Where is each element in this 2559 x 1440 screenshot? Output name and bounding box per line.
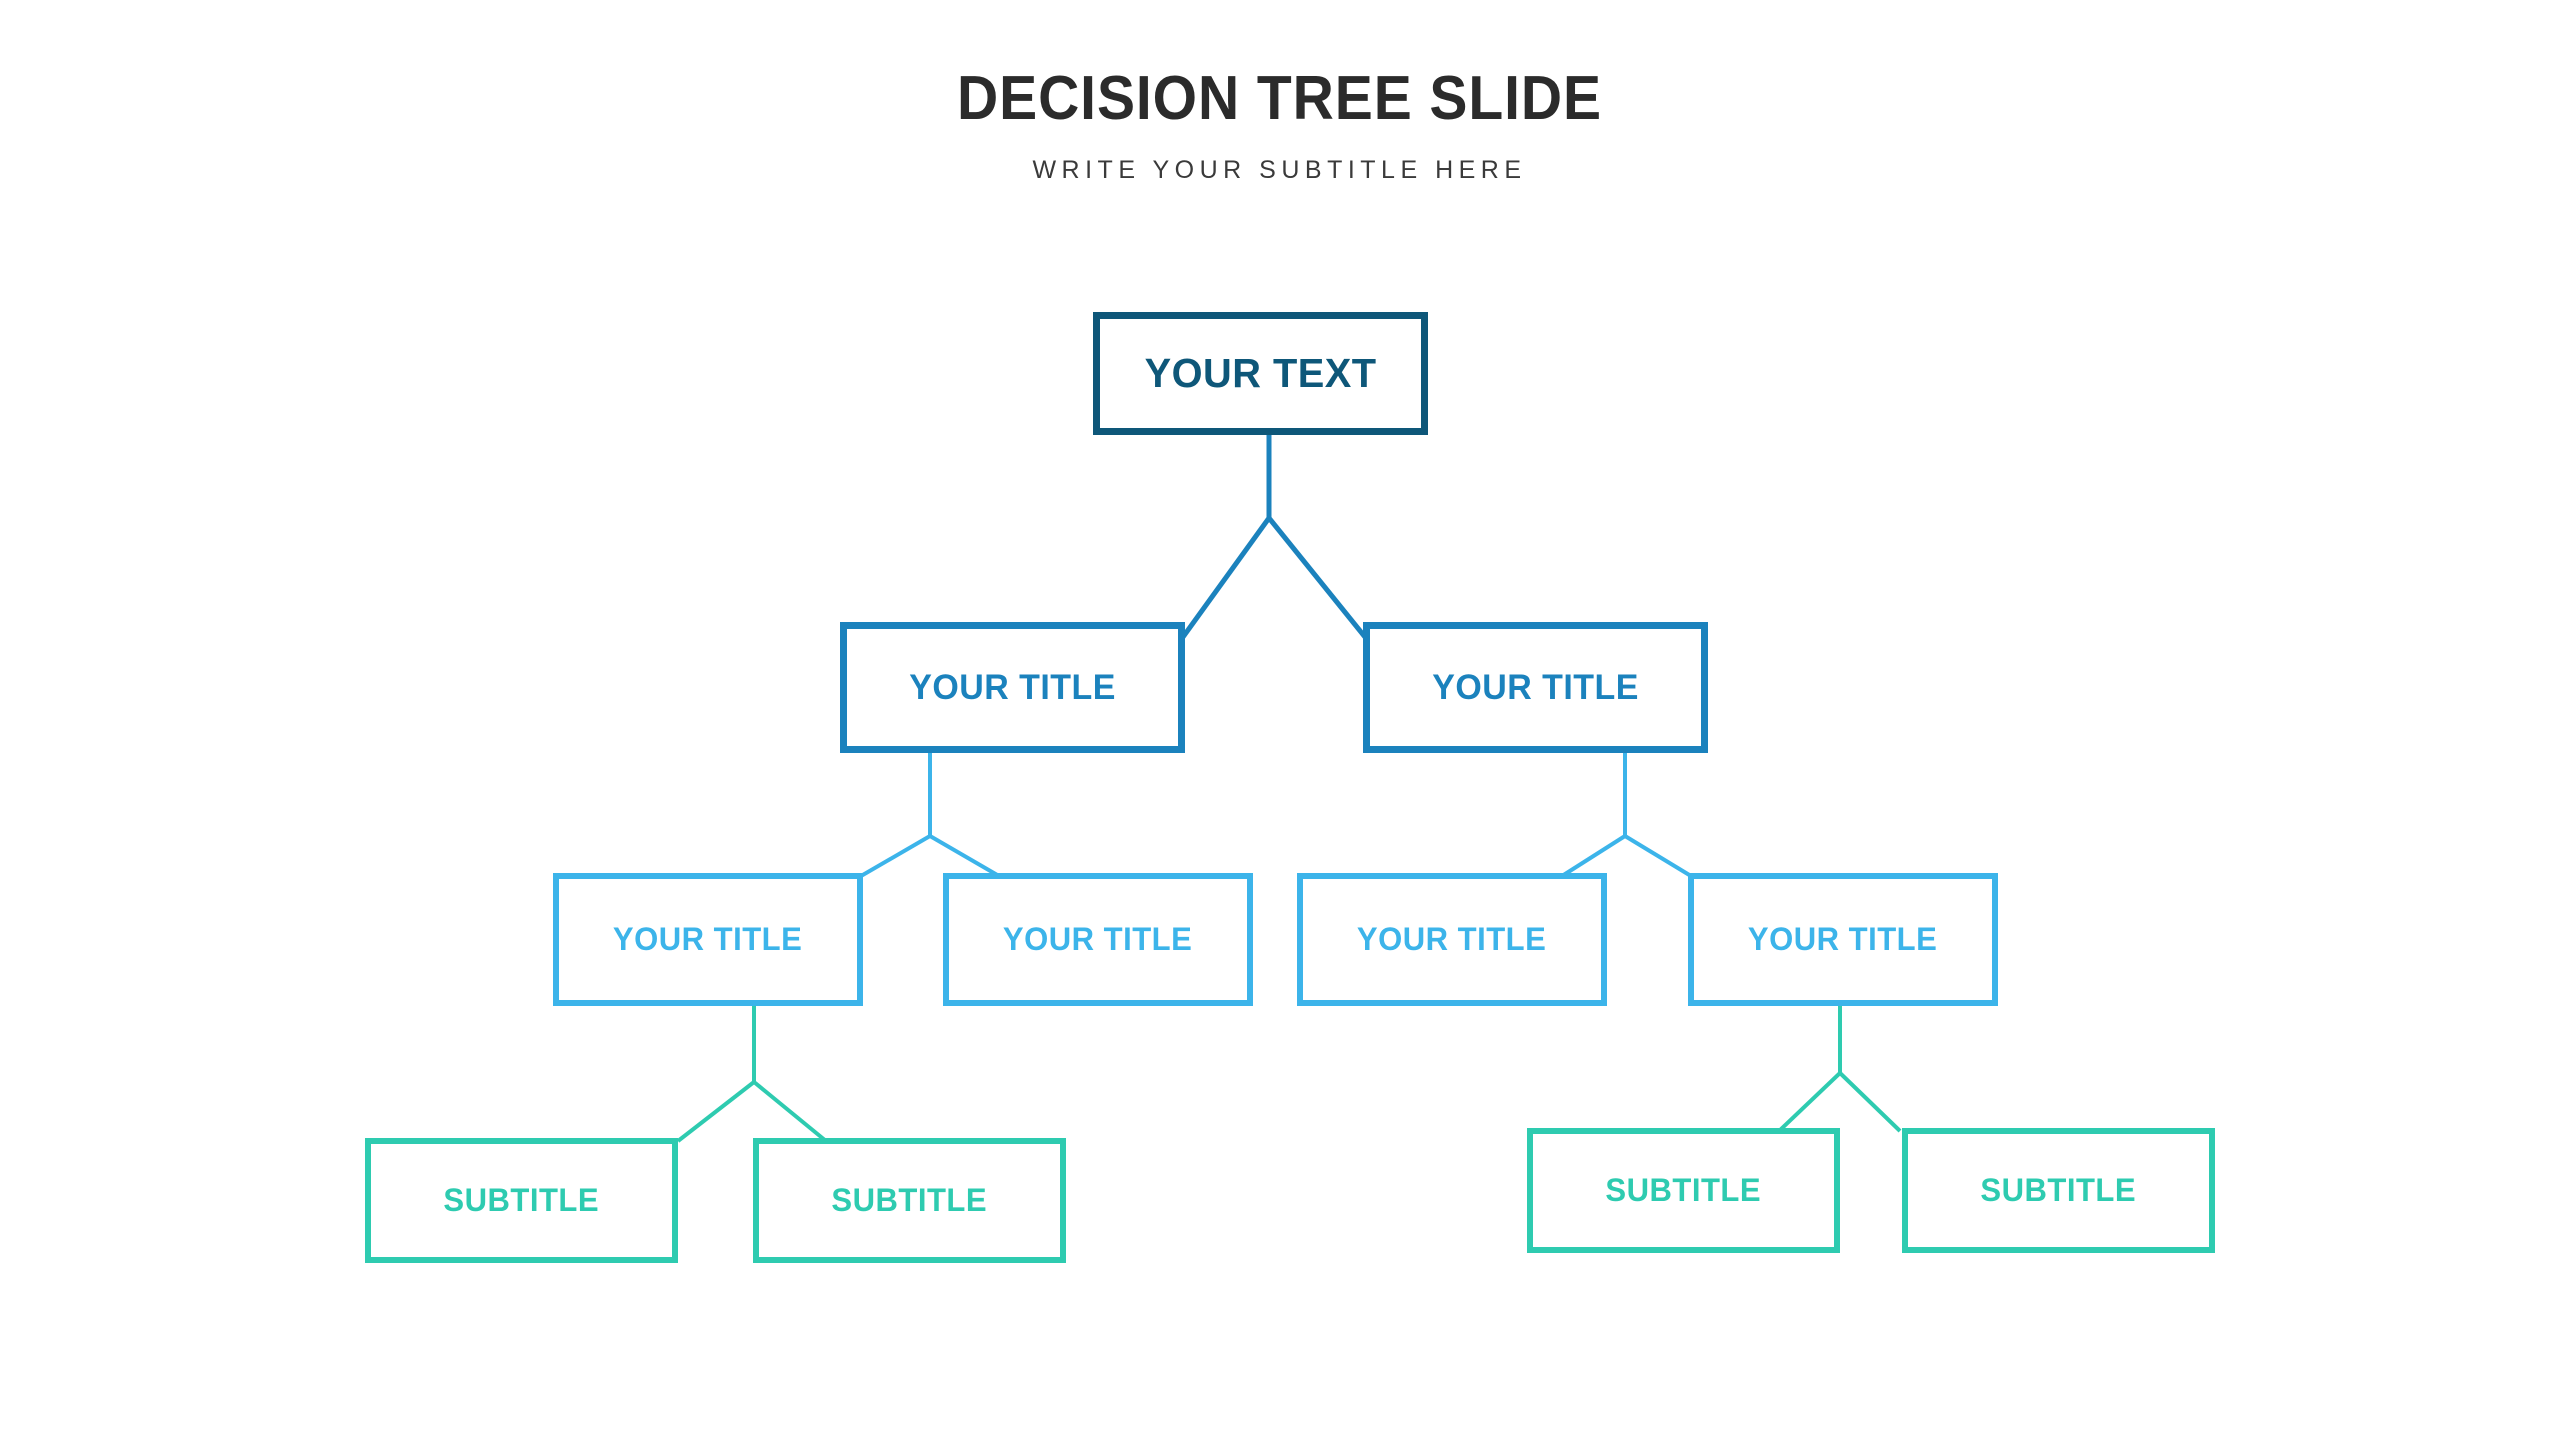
tree-node-l4-4-label: SUBTITLE [1980,1172,2137,1208]
connector-l2-right-to-l3-4 [1623,834,1693,878]
connector-l3-1-to-sub-2 [752,1080,828,1143]
connector-l3-4-to-sub-3 [1777,1071,1842,1133]
connector-l3-4-to-sub-4 [1838,1071,1902,1133]
tree-node-l4-2[interactable]: SUBTITLE [753,1138,1066,1263]
connector-l2-right-to-l3-3 [1560,834,1627,878]
tree-node-l4-3[interactable]: SUBTITLE [1527,1128,1840,1253]
tree-node-l3-1[interactable]: YOUR TITLE [553,873,863,1006]
tree-node-l3-4[interactable]: YOUR TITLE [1688,873,1998,1006]
tree-node-l4-1[interactable]: SUBTITLE [365,1138,678,1263]
tree-node-l4-3-label: SUBTITLE [1605,1172,1762,1208]
tree-node-root-label: YOUR TEXT [1144,350,1377,396]
connector-l2-left-to-l3-1 [859,834,932,878]
tree-node-l3-2[interactable]: YOUR TITLE [943,873,1253,1006]
tree-node-l3-4-label: YOUR TITLE [1748,921,1938,957]
connector-l2-left-to-l3-2 [928,834,1001,878]
connector-l3-1-to-sub-1 [676,1080,756,1143]
slide-header: DECISION TREE SLIDE WRITE YOUR SUBTITLE … [0,66,2559,185]
connector-root-to-l2-right [1267,516,1367,639]
tree-node-l2-1-label: YOUR TITLE [909,667,1116,707]
tree-node-l2-1[interactable]: YOUR TITLE [840,622,1185,753]
page-subtitle: WRITE YOUR SUBTITLE HERE [1032,155,1527,184]
tree-node-l3-1-label: YOUR TITLE [613,921,803,957]
tree-node-l3-2-label: YOUR TITLE [1003,921,1193,957]
tree-node-l2-2-label: YOUR TITLE [1432,667,1639,707]
tree-node-l3-3-label: YOUR TITLE [1357,921,1547,957]
tree-node-l4-4[interactable]: SUBTITLE [1902,1128,2215,1253]
page-title: DECISION TREE SLIDE [956,64,1603,133]
tree-node-l4-2-label: SUBTITLE [831,1182,988,1218]
tree-node-l4-1-label: SUBTITLE [443,1182,600,1218]
tree-node-root[interactable]: YOUR TEXT [1093,312,1428,435]
tree-node-l2-2[interactable]: YOUR TITLE [1363,622,1708,753]
tree-node-l3-3[interactable]: YOUR TITLE [1297,873,1607,1006]
connector-root-to-l2-left [1180,516,1272,639]
